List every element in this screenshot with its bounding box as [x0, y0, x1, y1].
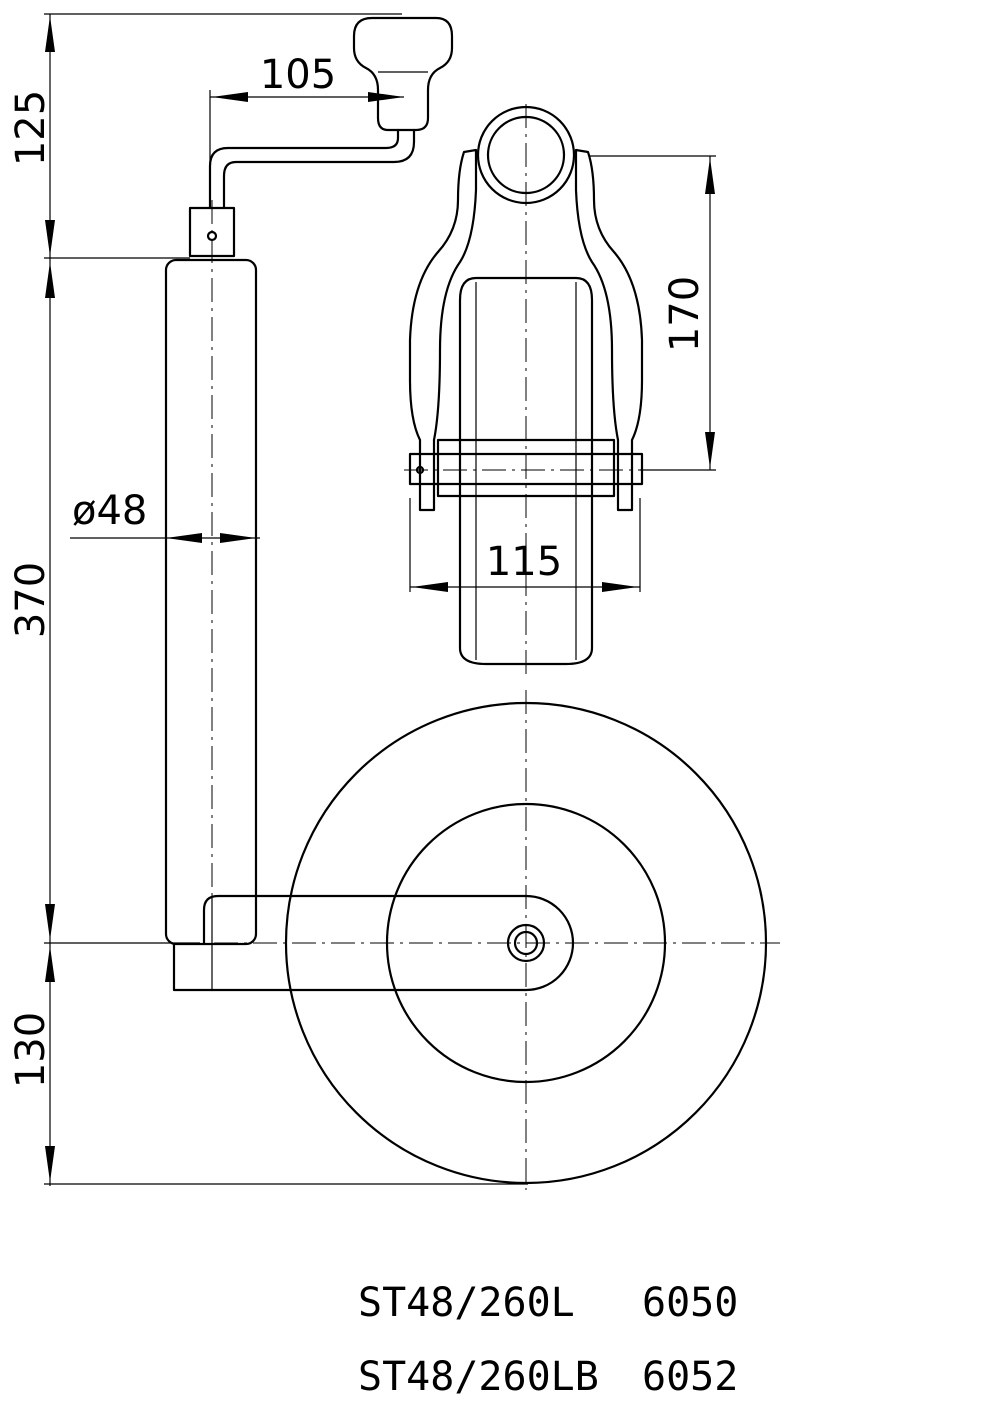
dimension-lines — [44, 13, 716, 1186]
model-number: 6052 — [642, 1354, 738, 1400]
dim-label-diameter-48: ø48 — [72, 488, 147, 534]
handle-knob — [352, 16, 454, 132]
fork-bracket — [408, 148, 478, 512]
wheel-section — [458, 276, 594, 666]
main-tube — [164, 258, 258, 946]
dim-label-115: 115 — [486, 539, 562, 585]
model-code: ST48/260L — [358, 1280, 575, 1326]
dim-label-130: 130 — [8, 1012, 54, 1088]
dim-label-105: 105 — [260, 52, 336, 98]
model-code: ST48/260LB — [358, 1354, 599, 1400]
dim-label-370: 370 — [8, 562, 54, 638]
crank-rod — [208, 128, 400, 210]
dim-label-170: 170 — [662, 276, 708, 352]
fork-arm — [202, 894, 575, 992]
model-list: ST48/260L 6050 ST48/260LB 6052 — [358, 1280, 738, 1400]
model-number: 6050 — [642, 1280, 738, 1326]
axle-bolt — [408, 452, 644, 486]
dim-label-125: 125 — [8, 90, 54, 166]
side-view — [164, 16, 780, 1190]
front-view — [404, 104, 648, 680]
